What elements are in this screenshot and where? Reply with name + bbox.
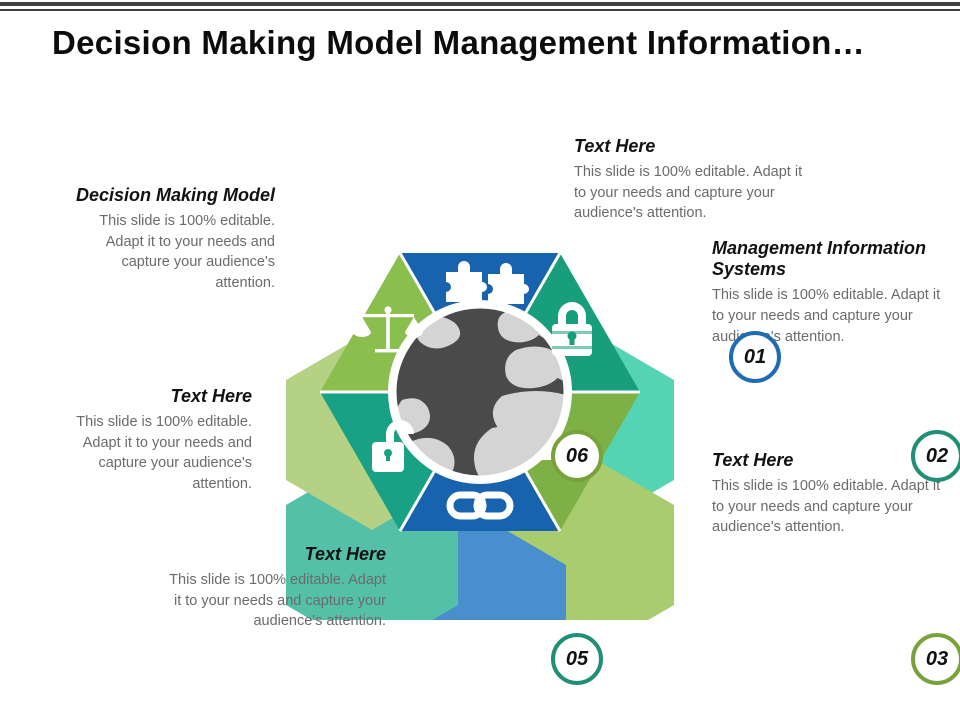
header-rule-thin <box>0 9 960 11</box>
page-title: Decision Making Model Management Informa… <box>52 24 865 61</box>
text-block-03-heading: Text Here <box>712 450 794 470</box>
badge-05[interactable]: 05 <box>551 633 603 685</box>
puzzle-pieces-icon <box>446 261 529 304</box>
hexagon-petals <box>270 160 690 620</box>
text-block-01: Text Here This slide is 100% editable. A… <box>574 136 804 224</box>
balance-scales-icon <box>353 306 423 353</box>
text-block-01-heading: Text Here <box>574 136 656 156</box>
globe-icon <box>388 300 572 484</box>
closed-padlock-icon <box>552 302 592 356</box>
chain-link-icon <box>446 491 514 520</box>
text-block-04: Text Here This slide is 100% editable. A… <box>168 544 386 632</box>
badge-03[interactable]: 03 <box>911 633 960 685</box>
hexagon-cycle-diagram: 01 02 03 04 05 06 <box>270 160 960 685</box>
text-block-02-heading: Management Information Systems <box>712 238 927 280</box>
text-block-01-body: This slide is 100% editable. Adapt it to… <box>574 164 803 222</box>
text-block-03: Text Here This slide is 100% editable. A… <box>712 450 944 538</box>
header-rule-thick <box>0 2 960 6</box>
open-padlock-icon <box>372 420 414 472</box>
badge-01[interactable]: 01 <box>729 331 781 383</box>
badge-06[interactable]: 06 <box>551 430 603 482</box>
text-block-05-heading: Text Here <box>170 386 252 406</box>
text-block-04-body: This slide is 100% editable. Adapt it to… <box>169 572 386 630</box>
text-block-06-body: This slide is 100% editable. Adapt it to… <box>99 213 275 291</box>
text-block-04-heading: Text Here <box>304 544 386 564</box>
text-block-02: Management Information Systems This slid… <box>712 238 944 347</box>
text-block-06-heading: Decision Making Model <box>75 185 275 205</box>
text-block-03-body: This slide is 100% editable. Adapt it to… <box>712 478 941 536</box>
text-block-05-body: This slide is 100% editable. Adapt it to… <box>76 414 252 492</box>
text-block-06: Decision Making Model This slide is 100%… <box>62 185 275 294</box>
text-block-05: Text Here This slide is 100% editable. A… <box>60 386 252 495</box>
badge-02[interactable]: 02 <box>911 430 960 482</box>
